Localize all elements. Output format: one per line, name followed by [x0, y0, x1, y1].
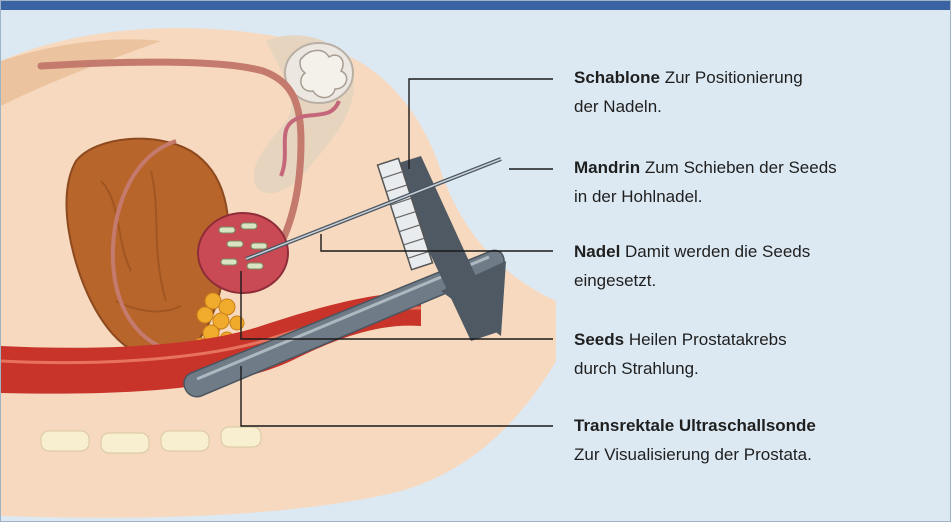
- label-desc-line2: durch Strahlung.: [574, 359, 699, 378]
- label-desc-line2: der Nadeln.: [574, 97, 662, 116]
- label-desc-line1: Zur Positionierung: [665, 68, 803, 87]
- label-term: Nadel: [574, 242, 620, 261]
- label-ultraschallsonde: Transrektale Ultraschallsonde Zur Visual…: [574, 411, 944, 469]
- label-term: Seeds: [574, 330, 624, 349]
- label-schablone: Schablone Zur Positionierung der Nadeln.: [574, 63, 944, 121]
- label-term: Schablone: [574, 68, 660, 87]
- label-desc-line2: eingesetzt.: [574, 271, 656, 290]
- label-term: Mandrin: [574, 158, 640, 177]
- label-desc-line1: Damit werden die Seeds: [625, 242, 810, 261]
- label-desc-line1: Heilen Prostatakrebs: [629, 330, 787, 349]
- label-nadel: Nadel Damit werden die Seeds eingesetzt.: [574, 237, 944, 295]
- label-mandrin: Mandrin Zum Schieben der Seeds in der Ho…: [574, 153, 944, 211]
- label-desc-line2: Zur Visualisierung der Prostata.: [574, 445, 812, 464]
- label-term: Transrektale Ultraschallsonde: [574, 416, 816, 435]
- label-desc-line1: Zum Schieben der Seeds: [645, 158, 837, 177]
- label-seeds: Seeds Heilen Prostatakrebs durch Strahlu…: [574, 325, 944, 383]
- label-desc-line2: in der Hohlnadel.: [574, 187, 703, 206]
